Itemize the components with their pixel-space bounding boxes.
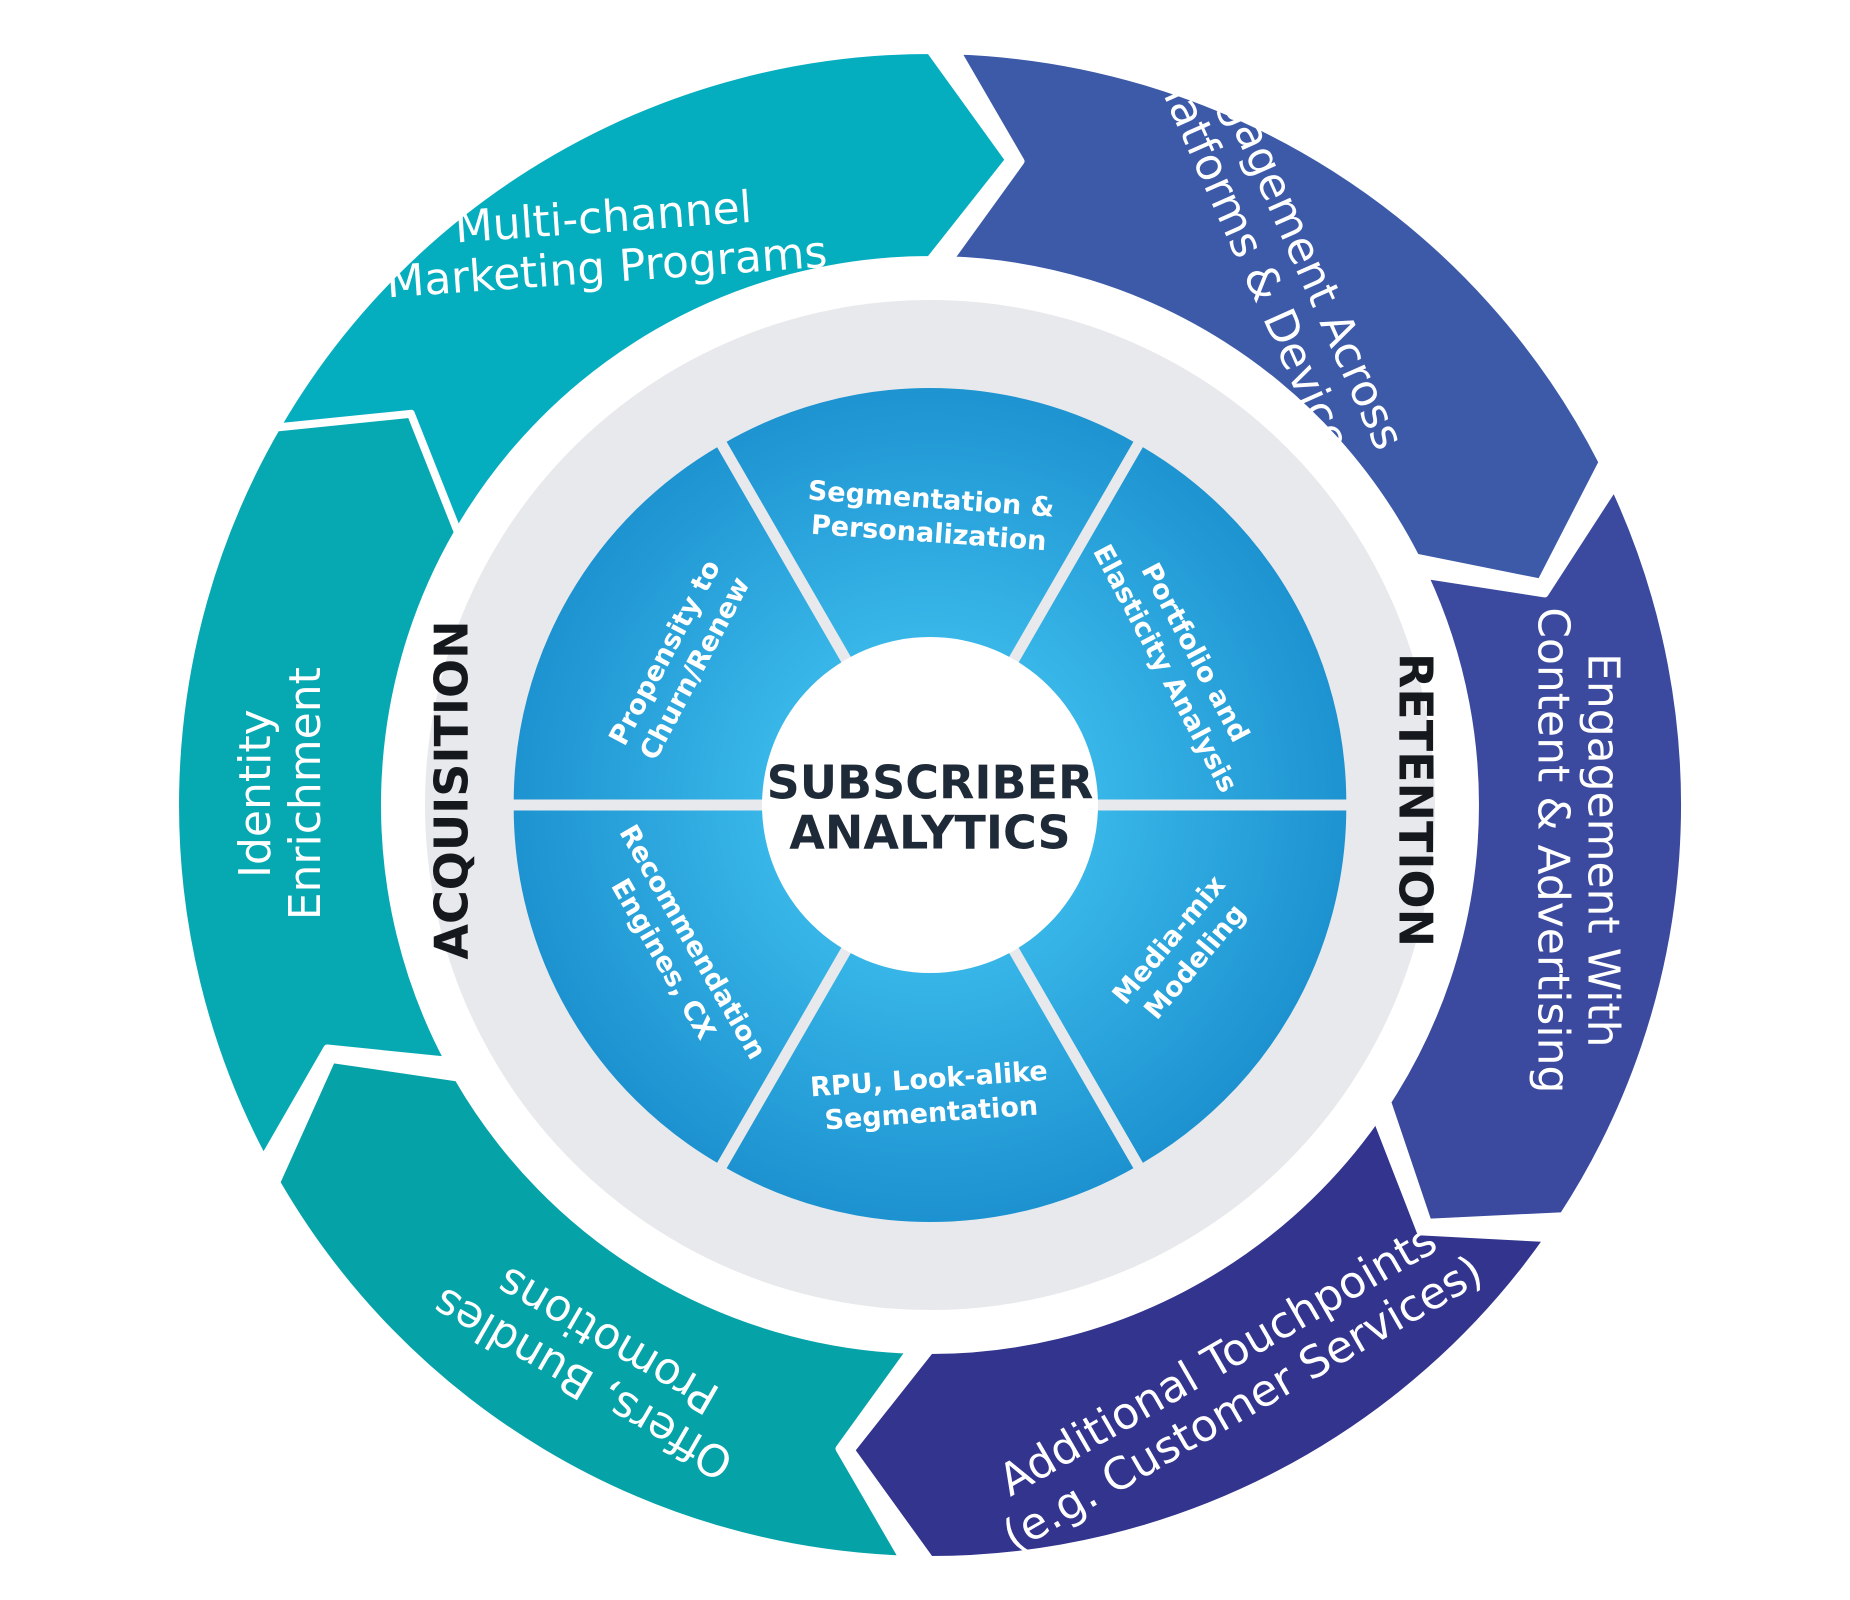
center-circle (762, 637, 1098, 973)
outer-label-line: Content & Advertising (1527, 607, 1578, 1093)
inner-segment-segmentation (719, 382, 1141, 803)
acquisition-label: ACQUISITION (425, 620, 479, 959)
outer-label-line: Identity (230, 709, 281, 878)
center-title-line2: ANALYTICS (789, 806, 1070, 860)
outer-segment-offers-bundles (272, 1055, 915, 1564)
outer-label-identity-enrichment: IdentityEnrichment (230, 667, 331, 920)
outer-label-line: Engagement With (1577, 653, 1628, 1048)
outer-label-line: Enrichment (280, 667, 331, 920)
outer-segment-additional-touchpoints (846, 1113, 1553, 1564)
outer-label-engagement-content: Engagement WithContent & Advertising (1527, 607, 1628, 1093)
inner-segment-rpu (719, 807, 1141, 1228)
outer-segment-multichannel (272, 46, 1014, 537)
outer-segment-engagement-platforms (945, 46, 1607, 587)
outer-segment-engagement-content (1383, 481, 1689, 1227)
retention-label: RETENTION (1389, 653, 1443, 947)
outer-segment-identity-enrichment (171, 409, 462, 1164)
center-title-line1: SUBSCRIBER (767, 756, 1094, 810)
